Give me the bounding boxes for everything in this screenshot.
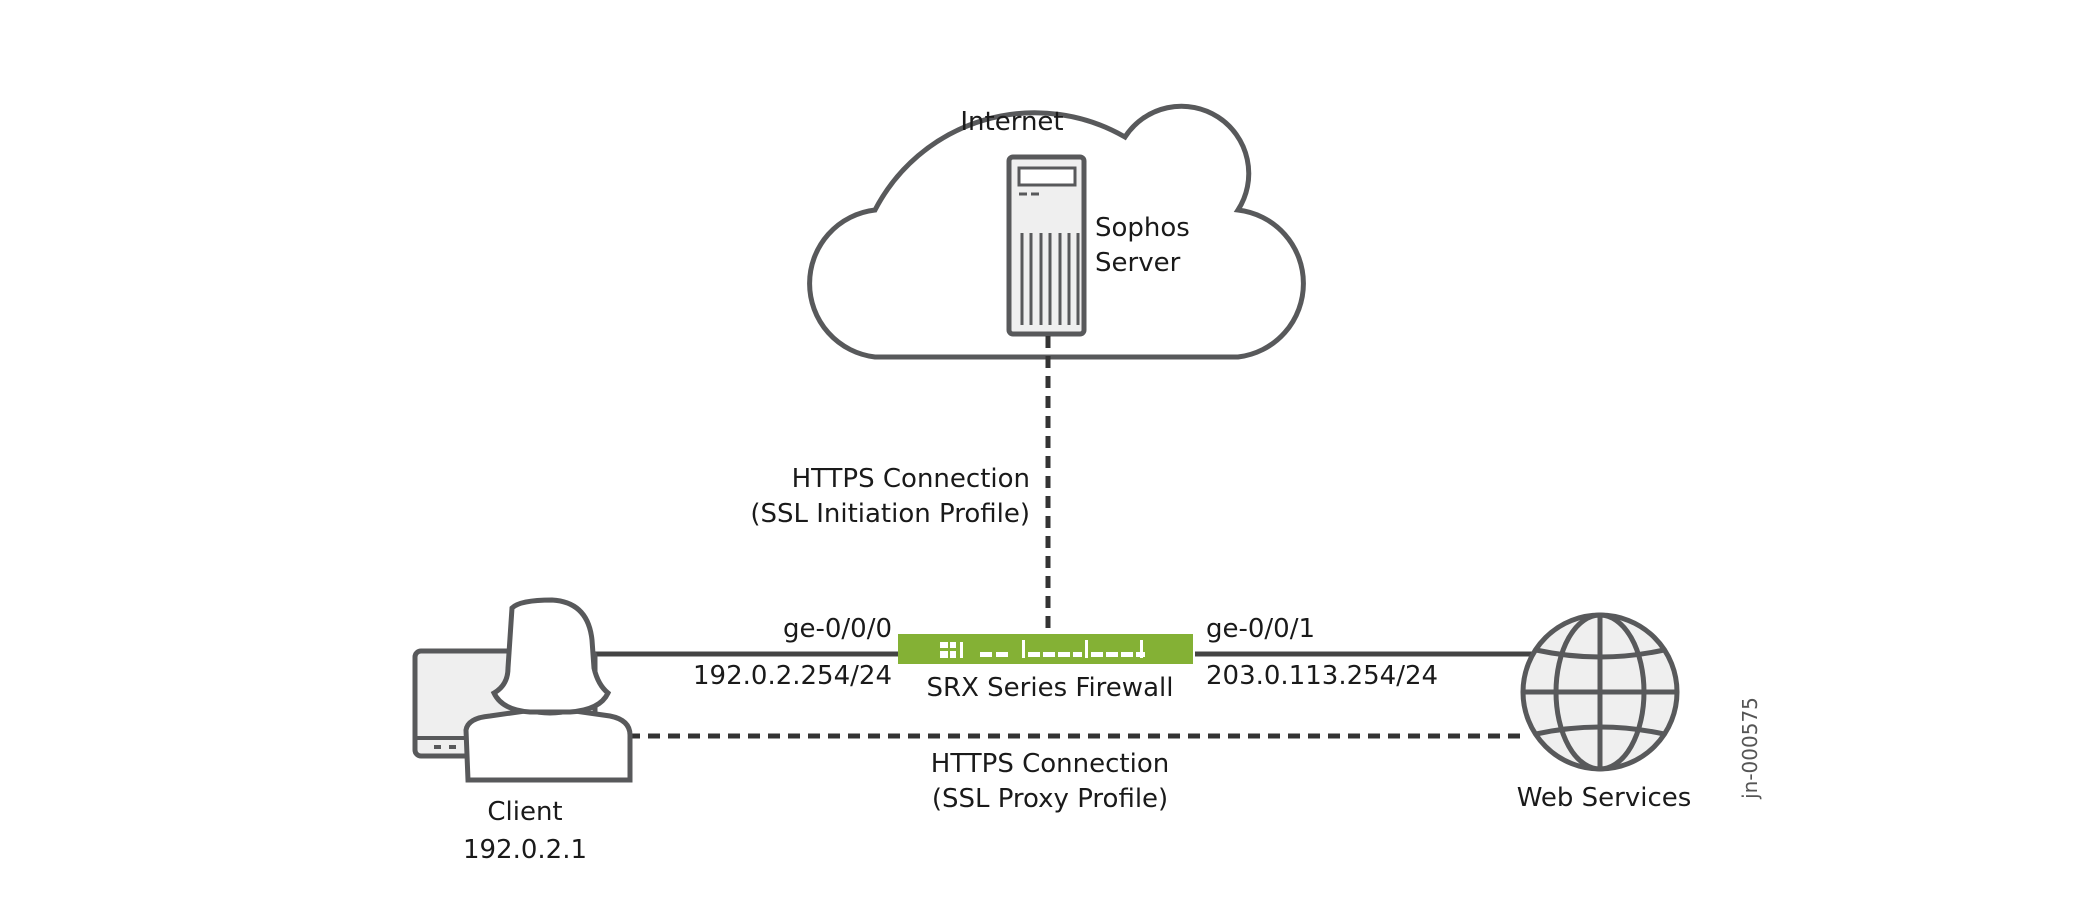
left-ip-label: 192.0.2.254/24 xyxy=(693,661,892,691)
client-user-icon xyxy=(412,597,633,783)
cloud-icon xyxy=(807,103,1306,360)
right-ip-label: 203.0.113.254/24 xyxy=(1206,661,1438,691)
client-ip-label: 192.0.2.1 xyxy=(463,835,587,865)
firewall-label: SRX Series Firewall xyxy=(927,673,1174,703)
internet-label: Internet xyxy=(960,107,1063,137)
server-label-2: Server xyxy=(1095,248,1181,278)
firewall-icon xyxy=(898,634,1193,664)
client-label: Client xyxy=(487,797,562,827)
web-services-label: Web Services xyxy=(1517,783,1692,813)
server-label: Sophos xyxy=(1095,213,1190,243)
figure-id: jn-000575 xyxy=(1738,697,1762,800)
left-interface-label: ge-0/0/0 xyxy=(783,614,892,644)
lower-connection-label-2: (SSL Proxy Profile) xyxy=(932,784,1168,814)
globe-icon xyxy=(1520,612,1680,772)
right-interface-label: ge-0/0/1 xyxy=(1206,614,1315,644)
upper-connection-label: HTTPS Connection xyxy=(792,464,1030,494)
server-icon xyxy=(1006,154,1087,337)
upper-connection-label-2: (SSL Initiation Profile) xyxy=(750,499,1030,529)
lower-connection-label: HTTPS Connection xyxy=(931,749,1169,779)
